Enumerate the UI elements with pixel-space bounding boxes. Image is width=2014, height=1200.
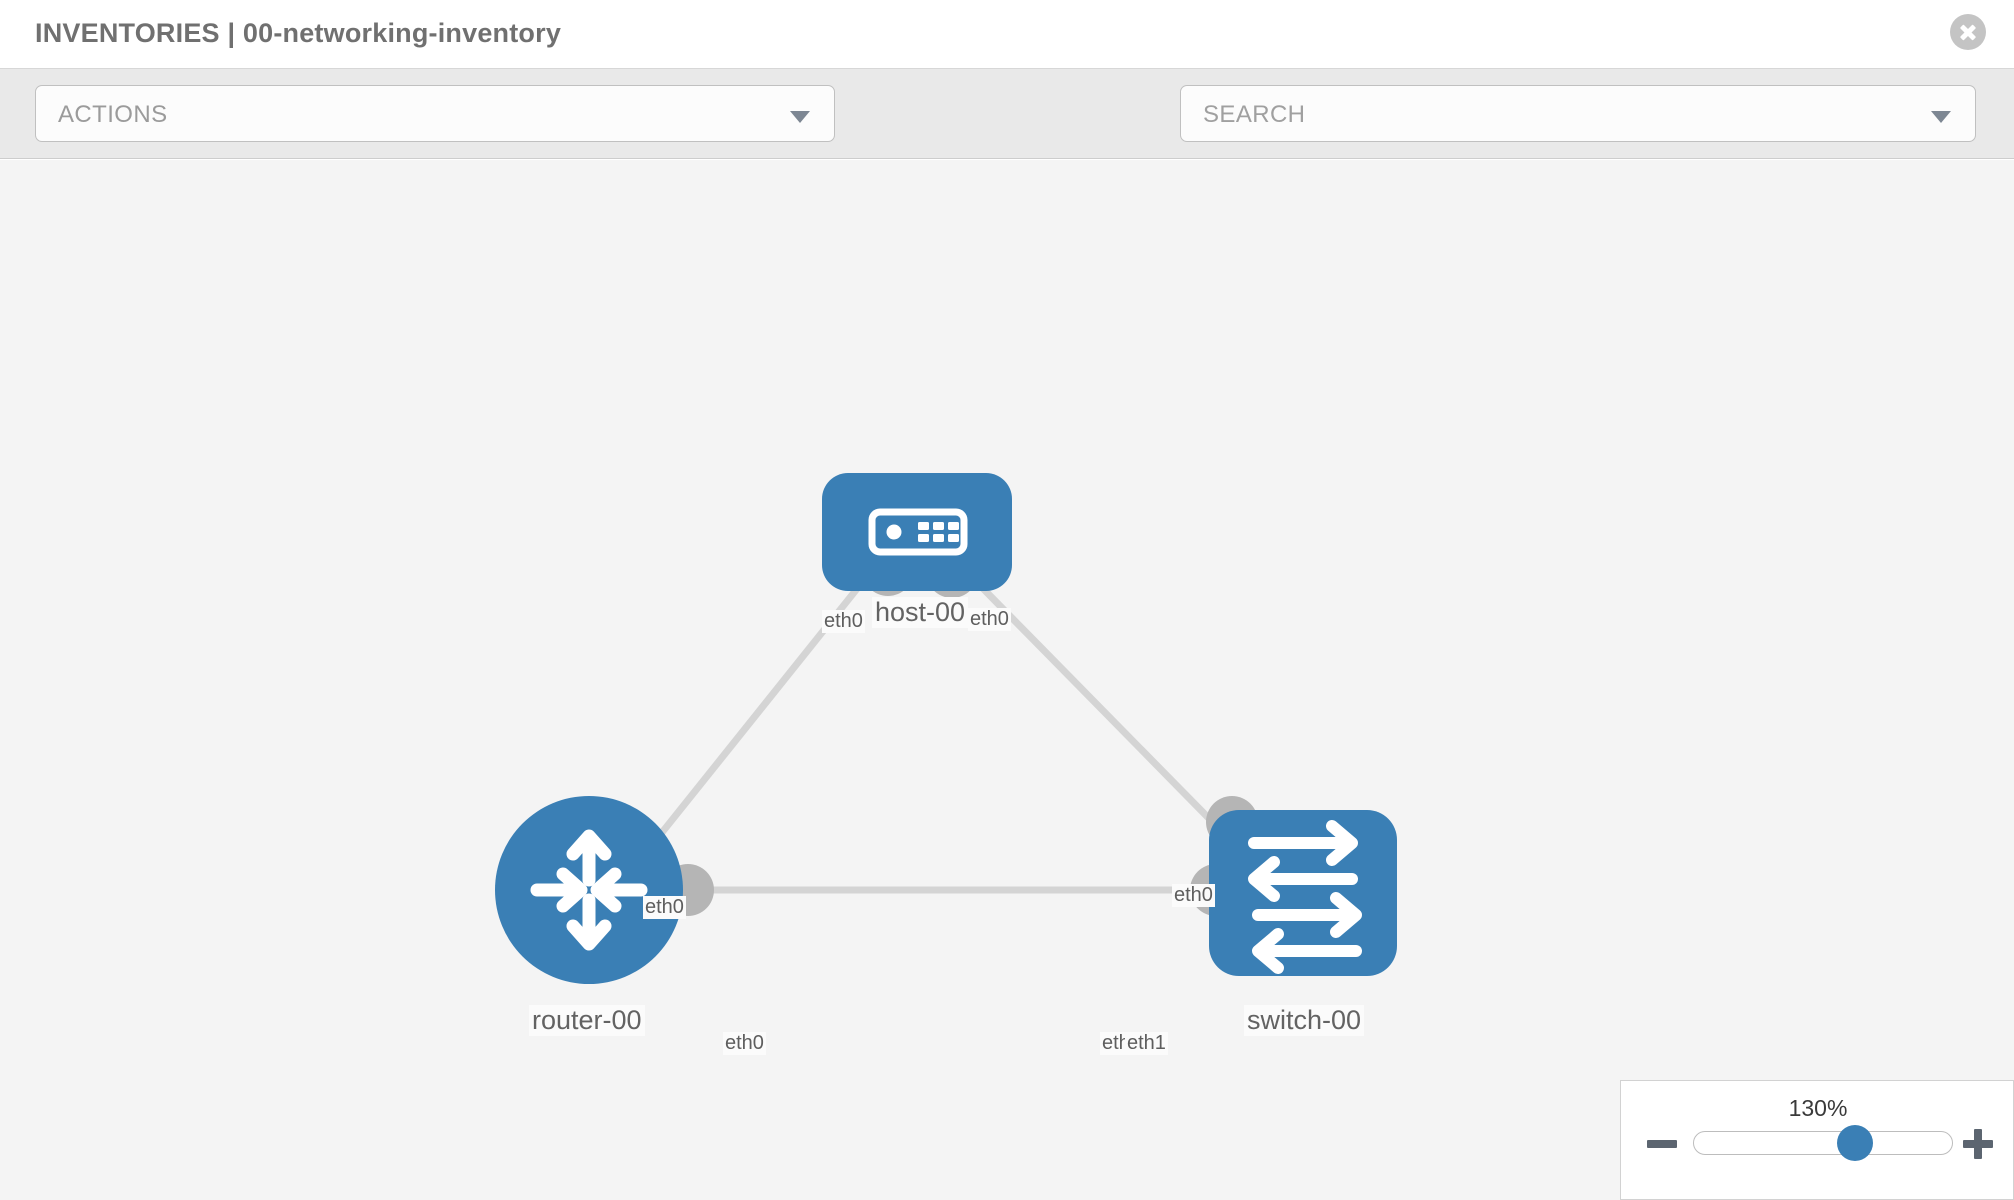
zoom-level-value: 130% bbox=[1788, 1095, 1848, 1121]
page-header: INVENTORIES | 00-networking-inventory bbox=[0, 0, 2014, 69]
page-title: INVENTORIES | 00-networking-inventory bbox=[35, 18, 562, 48]
iface-label-router-up: eth0 bbox=[643, 896, 686, 919]
node-switch-00 bbox=[1209, 810, 1397, 976]
iface-label-switch-up: eth0 bbox=[1172, 884, 1215, 907]
topology-graph bbox=[495, 473, 1397, 984]
toolbar: ACTIONS SEARCH bbox=[0, 69, 2014, 198]
actions-dropdown-label: ACTIONS bbox=[58, 101, 168, 128]
close-icon[interactable] bbox=[1950, 14, 1986, 50]
minus-icon[interactable] bbox=[1645, 1127, 1679, 1161]
node-label-host-00: host-00 bbox=[872, 597, 969, 628]
node-host-00 bbox=[822, 473, 1012, 591]
iface-label-switch-left-overlap: eth bbox=[1100, 1032, 1132, 1055]
search-placeholder: SEARCH bbox=[1203, 101, 1306, 128]
iface-label-router-right: eth0 bbox=[723, 1032, 766, 1055]
zoom-slider[interactable] bbox=[1693, 1125, 1953, 1161]
iface-label-switch-left: eth1 bbox=[1125, 1032, 1168, 1055]
iface-label-host-right: eth0 bbox=[968, 608, 1011, 631]
search-input[interactable]: SEARCH bbox=[1180, 85, 1976, 142]
zoom-control-panel: 130% bbox=[1620, 1080, 2014, 1200]
node-label-router-00: router-00 bbox=[529, 1005, 645, 1036]
topology-canvas[interactable]: host-00 router-00 switch-00 eth0 eth0 et… bbox=[0, 160, 2014, 1200]
iface-label-host-left: eth0 bbox=[822, 610, 865, 633]
actions-dropdown[interactable]: ACTIONS bbox=[35, 85, 835, 142]
chevron-down-icon bbox=[790, 111, 810, 123]
node-label-switch-00: switch-00 bbox=[1244, 1005, 1365, 1036]
link-host-router bbox=[637, 557, 883, 863]
link-host-switch bbox=[952, 557, 1243, 853]
node-router-00 bbox=[495, 796, 683, 984]
chevron-down-icon[interactable] bbox=[1931, 111, 1951, 123]
zoom-slider-thumb[interactable] bbox=[1837, 1125, 1874, 1161]
plus-icon[interactable] bbox=[1961, 1127, 1995, 1161]
